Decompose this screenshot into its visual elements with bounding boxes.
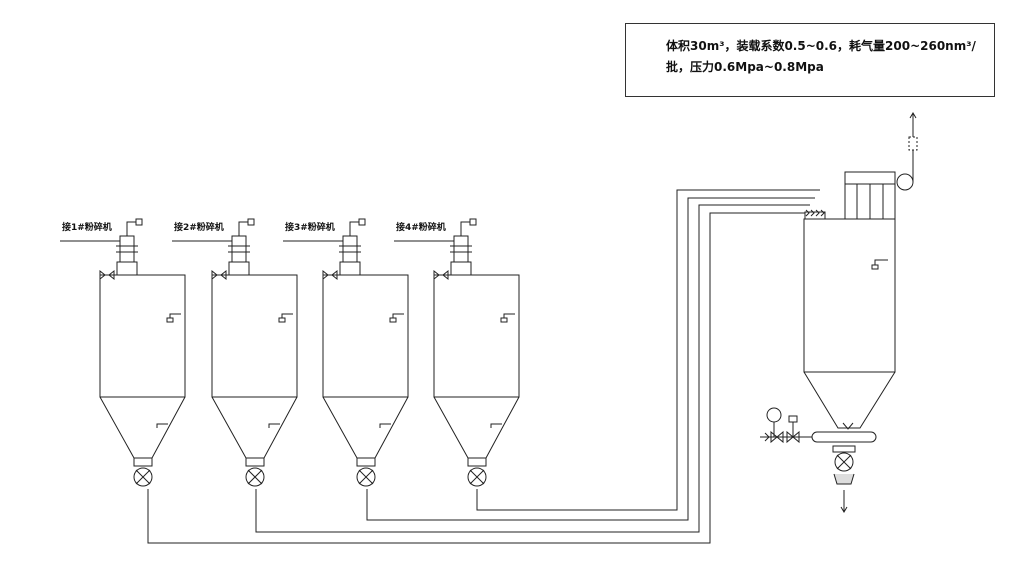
silo-2 xyxy=(172,218,298,487)
specification-note: 体积30m³，装载系数0.5~0.6，耗气量200~260nm³/ 批，压力0.… xyxy=(666,36,991,78)
silo-3 xyxy=(283,218,409,487)
silo-2-label: 接2#粉碎机 xyxy=(174,223,224,233)
silo-4 xyxy=(394,218,520,487)
receiving-silo xyxy=(760,112,918,513)
silo-3-label: 接3#粉碎机 xyxy=(285,223,335,233)
specification-note-box: 体积30m³，装载系数0.5~0.6，耗气量200~260nm³/ 批，压力0.… xyxy=(625,23,995,97)
conveying-pipe-bundle xyxy=(147,189,820,544)
silo-1-label: 接1#粉碎机 xyxy=(62,223,112,233)
note-line-2: 批，压力0.6Mpa~0.8Mpa xyxy=(666,60,824,74)
silo-4-label: 接4#粉碎机 xyxy=(396,223,446,233)
note-line-1: 体积30m³，装载系数0.5~0.6，耗气量200~260nm³/ xyxy=(666,39,976,53)
silo-1 xyxy=(60,218,186,487)
